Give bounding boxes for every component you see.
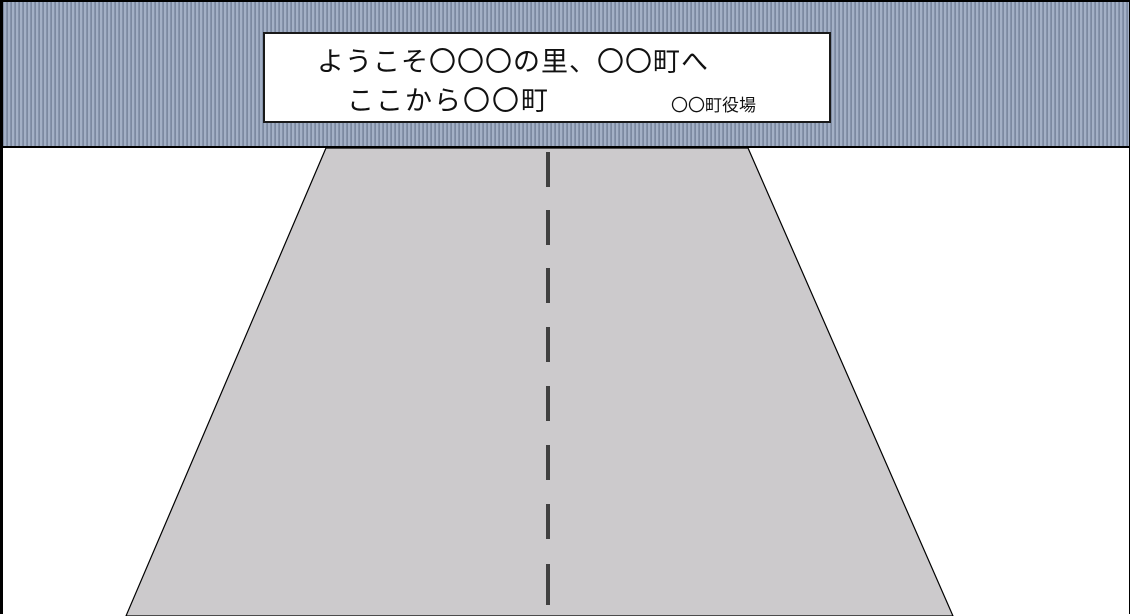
sign-town-boundary-text: ここから〇〇町 — [347, 86, 550, 117]
sign-town-office-text: 〇〇町役場 — [671, 96, 756, 116]
road-surface — [125, 147, 954, 616]
sign-welcome-text: ようこそ〇〇〇の里、〇〇町へ — [317, 47, 709, 78]
road-illustration — [125, 147, 954, 616]
welcome-sign: ようこそ〇〇〇の里、〇〇町へ ここから〇〇町 〇〇町役場 — [263, 32, 831, 123]
